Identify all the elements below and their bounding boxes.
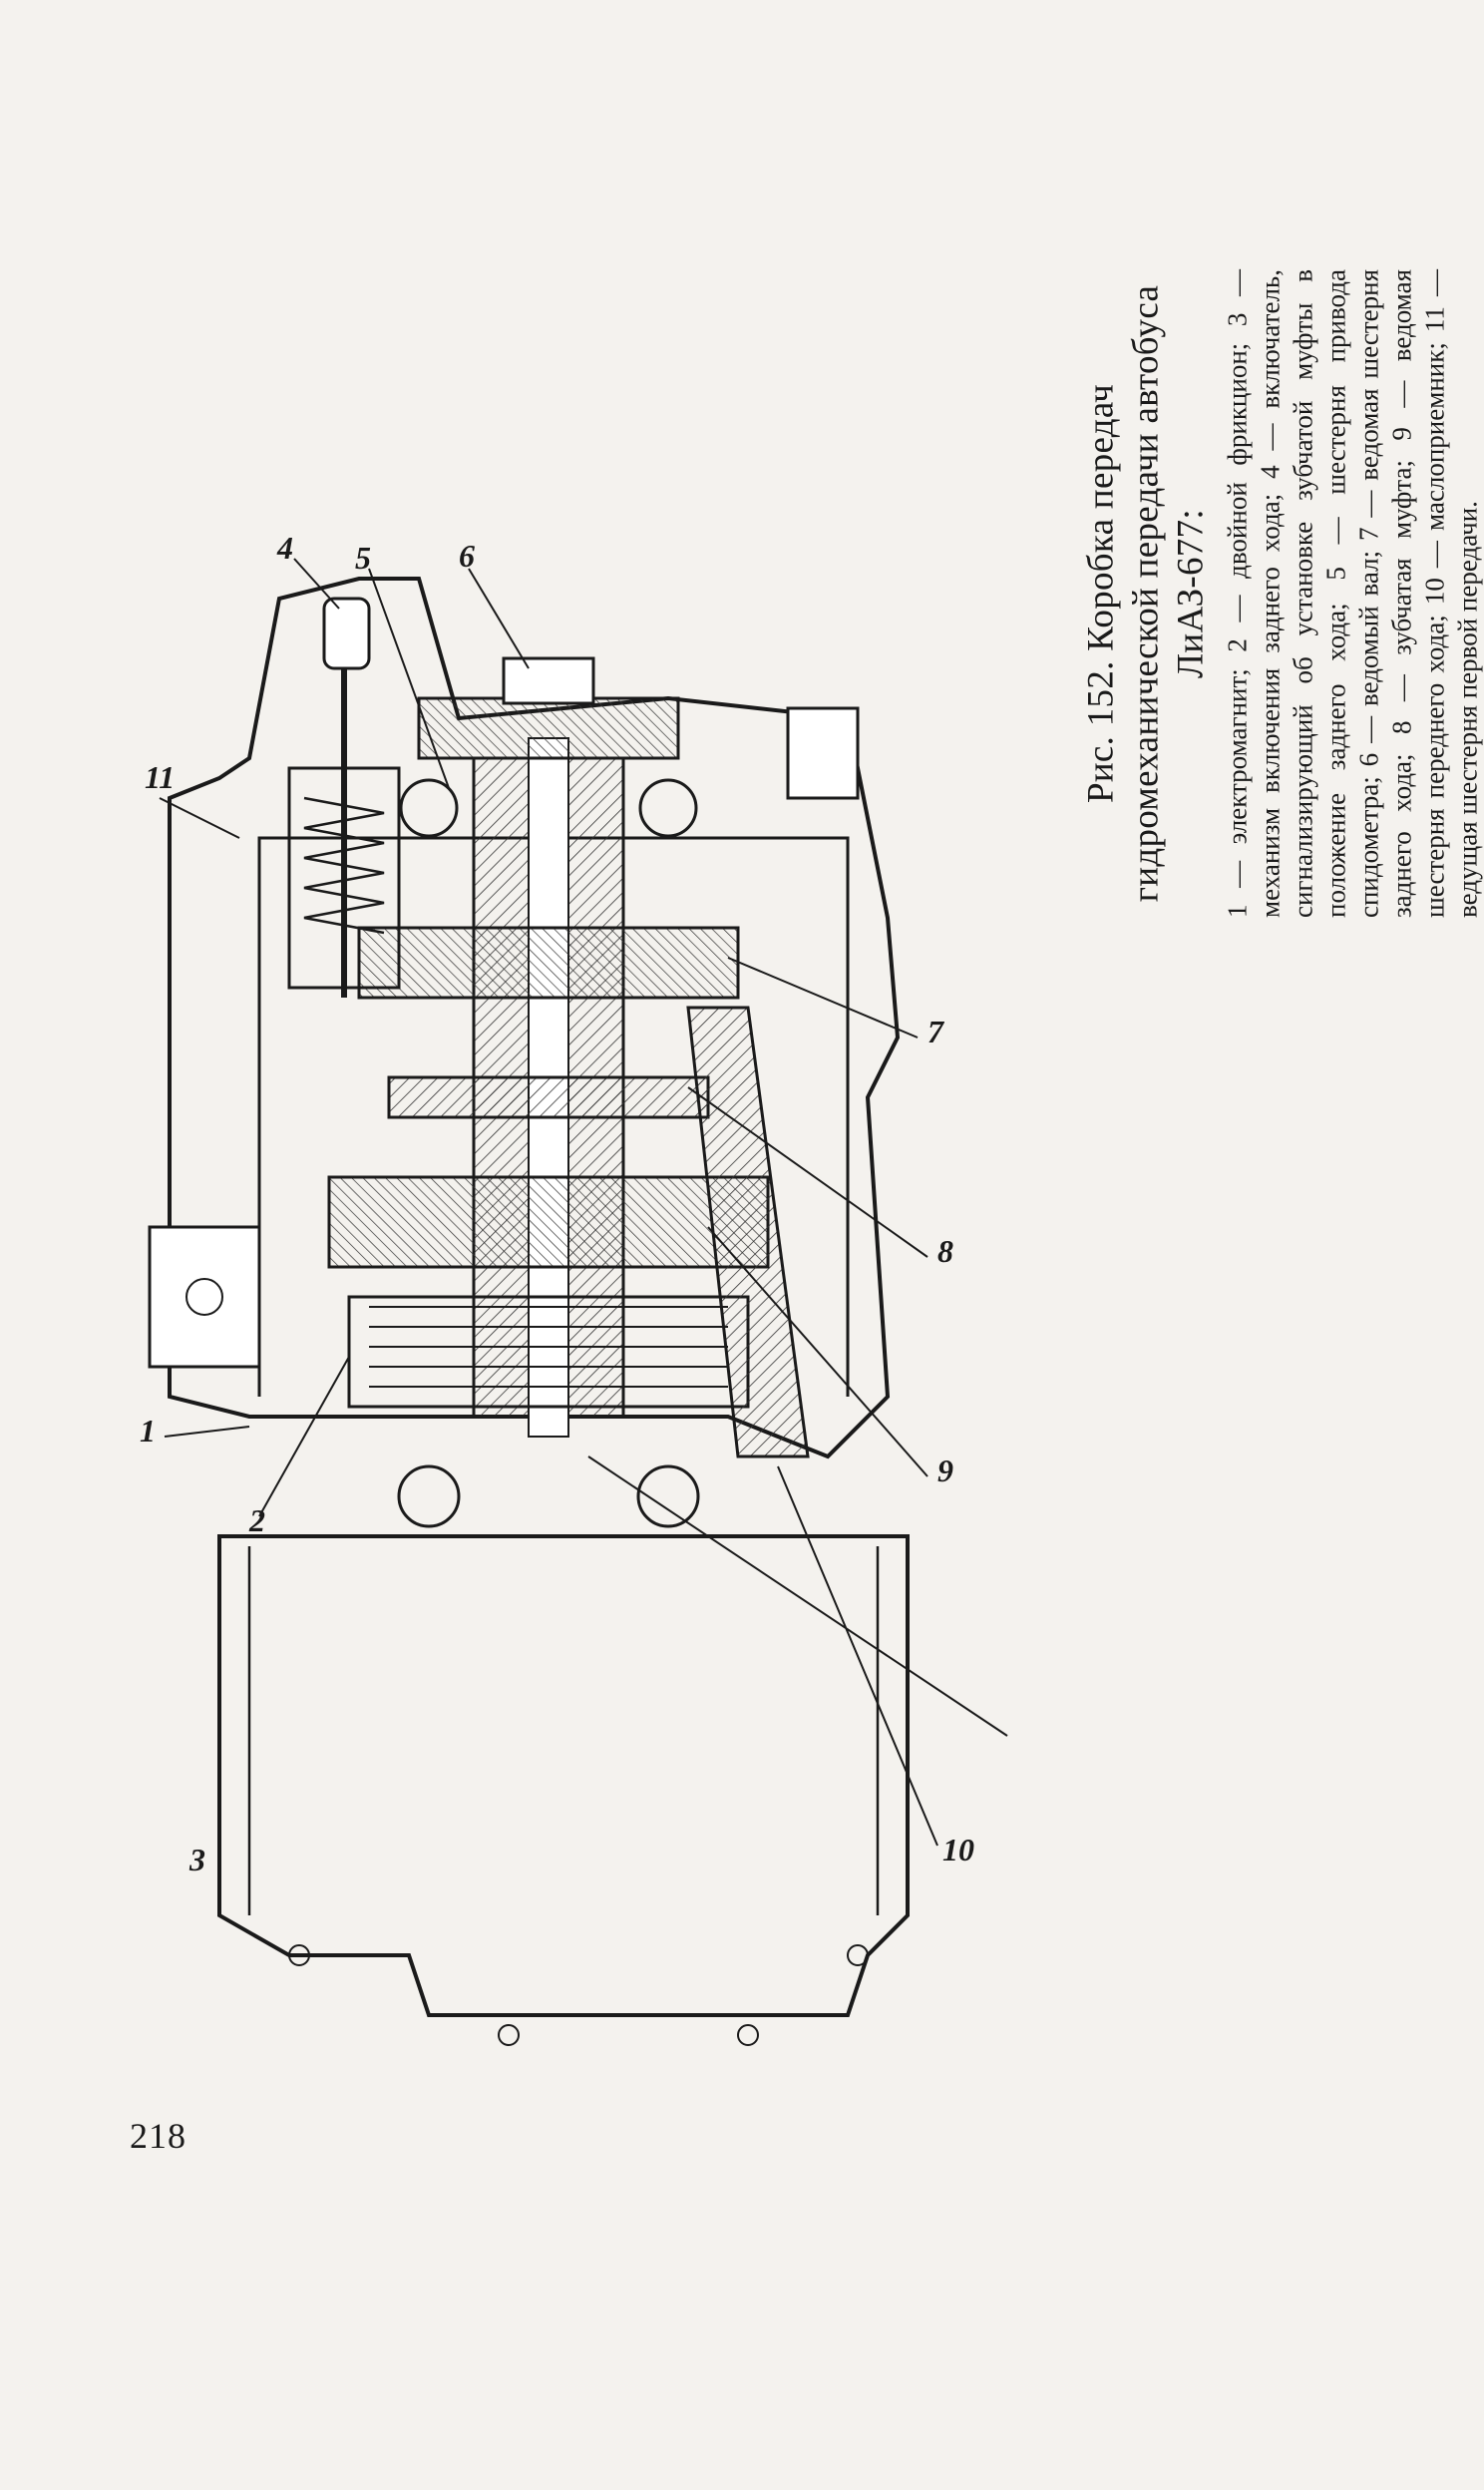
oil-intake-filter <box>786 706 860 800</box>
housing-wall-lines <box>247 1546 880 1915</box>
callout-6: 6 <box>459 538 475 574</box>
callout-9: 9 <box>937 1452 953 1488</box>
oil-intake <box>686 1006 810 1458</box>
callout-10: 10 <box>942 1832 974 1868</box>
electromagnet-core <box>186 1278 223 1316</box>
electromagnet <box>148 1225 261 1369</box>
torque-converter-housing <box>217 1534 910 2017</box>
callout-2: 2 <box>248 1502 265 1538</box>
clutch-discs <box>369 1306 728 1388</box>
callout-11: 11 <box>145 759 175 795</box>
callout-4: 4 <box>276 530 293 566</box>
gearbox-cross-section: 11 1 2 4 5 6 7 8 9 3 10 <box>140 530 1008 2046</box>
housing-bolt <box>737 2024 759 2046</box>
output-flange <box>417 696 680 760</box>
callout-1: 1 <box>140 1413 156 1449</box>
housing-outline <box>168 577 901 1459</box>
gearbox-drawing: 11 1 2 4 5 6 7 8 9 3 10 <box>130 530 1147 2095</box>
callout-3: 3 <box>188 1842 205 1877</box>
flange-nut <box>502 656 595 705</box>
bearing-right-top <box>638 778 698 838</box>
bearing-left-top <box>399 778 459 838</box>
forward-driven-gear <box>327 1175 770 1269</box>
housing-bolt <box>847 1944 869 1966</box>
reverse-signal-switch <box>322 597 371 670</box>
housing-bolt <box>288 1944 310 1966</box>
housing-bolt <box>498 2024 520 2046</box>
toothed-clutch <box>387 1075 710 1119</box>
callout-7: 7 <box>928 1014 945 1049</box>
callout-8: 8 <box>937 1233 953 1269</box>
bearing-right-bottom <box>636 1464 700 1528</box>
reverse-driven-gear <box>357 926 740 1000</box>
figure-legend: 1 — электромагнит; 2 — двойной фрикцион;… <box>1222 269 1483 918</box>
bearing-left-bottom <box>397 1464 461 1528</box>
callout-leaders <box>159 558 1008 1847</box>
callout-5: 5 <box>355 540 371 576</box>
page-number: 218 <box>130 2116 186 2156</box>
